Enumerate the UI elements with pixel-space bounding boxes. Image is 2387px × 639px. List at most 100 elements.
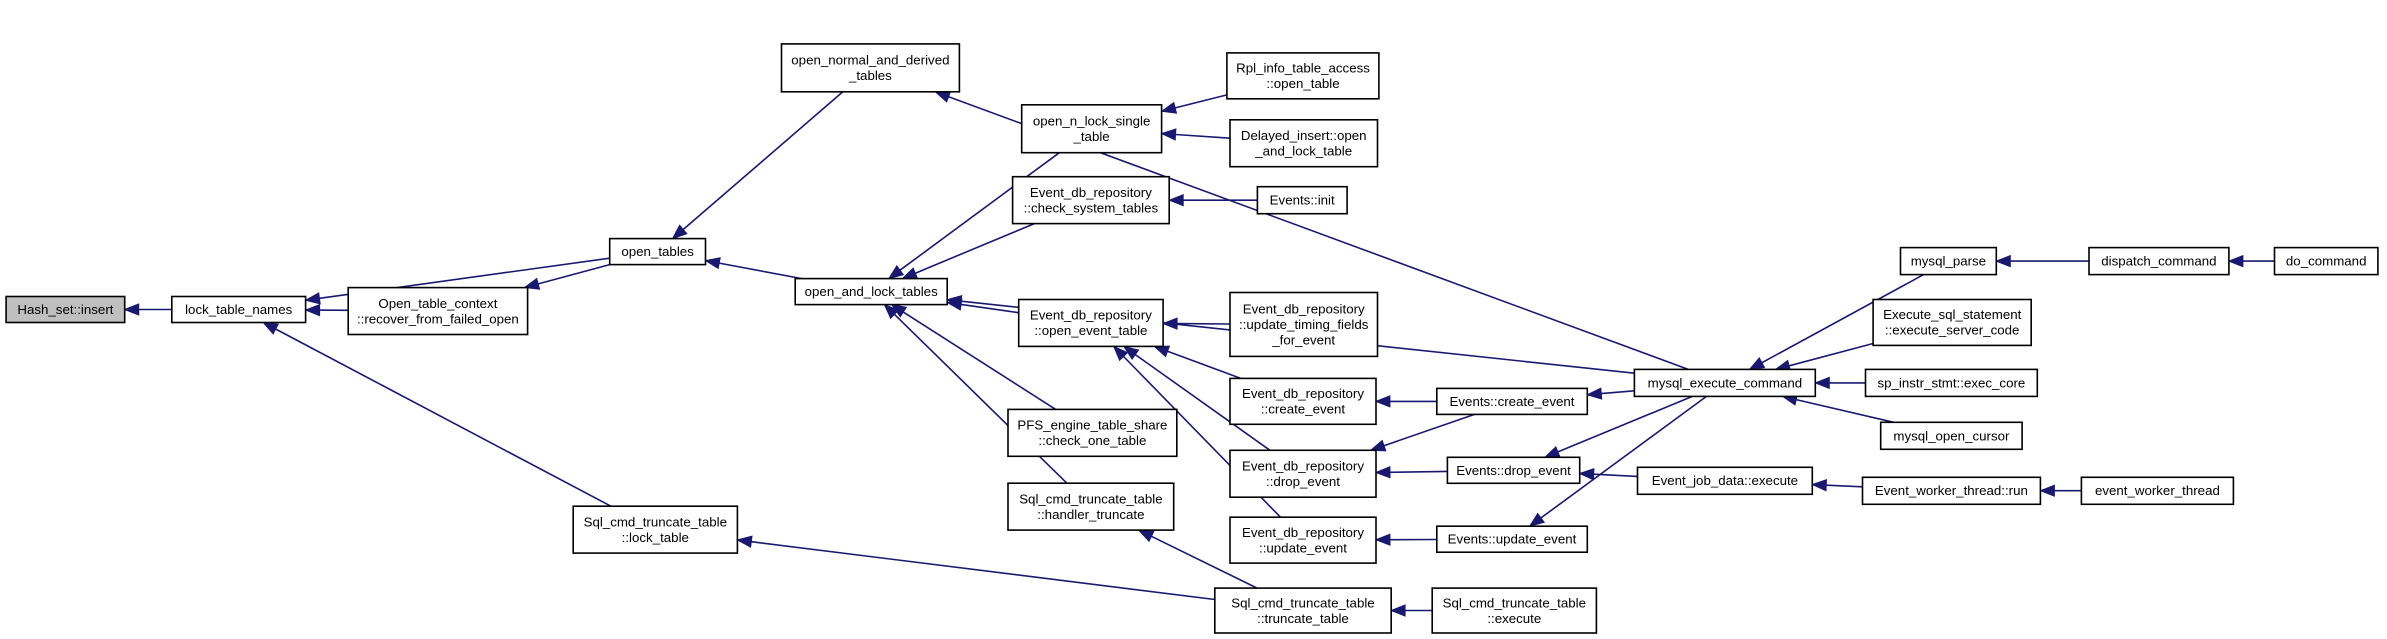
node-event-db-create-event[interactable]: Event_db_repository::create_event <box>1229 377 1377 426</box>
edge-line <box>1796 398 1894 424</box>
call-edge <box>1748 273 1924 371</box>
arrow-head-icon <box>1374 466 1391 479</box>
node-events-drop-event[interactable]: Events::drop_event <box>1446 456 1581 485</box>
node-event-worker-thread[interactable]: event_worker_thread <box>2080 476 2235 506</box>
node-box <box>1007 408 1178 458</box>
node-label: Sql_cmd_truncate_table <box>1231 595 1374 610</box>
node-event-db-update-event[interactable]: Event_db_repository::update_event <box>1229 516 1377 564</box>
node-label: _table <box>1072 129 1109 144</box>
node-sql-cmd-truncate-table[interactable]: Sql_cmd_truncate_table::truncate_table <box>1214 587 1393 634</box>
node-delayed-insert-open-and-lock[interactable]: Delayed_insert::open_and_lock_table <box>1229 119 1379 168</box>
node-open-tables[interactable]: open_tables <box>608 237 707 266</box>
node-mysql-parse[interactable]: mysql_parse <box>1899 246 1998 276</box>
node-label: ::drop_event <box>1266 474 1340 489</box>
node-events-init[interactable]: Events::init <box>1256 185 1348 215</box>
node-open-normal-and-derived-tables[interactable]: open_normal_and_derived_tables <box>780 43 961 93</box>
node-event-db-check-system-tables[interactable]: Event_db_repository::check_system_tables <box>1011 175 1170 225</box>
edge-line <box>1540 395 1707 519</box>
node-sql-cmd-truncate-execute[interactable]: Sql_cmd_truncate_table::execute <box>1431 587 1598 634</box>
call-edge <box>304 303 349 317</box>
arrow-head-icon <box>1810 478 1828 492</box>
node-box <box>1872 298 2032 347</box>
node-label: Events::init <box>1270 193 1335 208</box>
node-box <box>1436 387 1589 416</box>
node-lock-table-names[interactable]: lock_table_names <box>171 295 307 324</box>
node-label: Event_db_repository <box>1242 459 1364 474</box>
call-edge <box>1167 193 1258 207</box>
edge-line <box>1175 133 1231 139</box>
node-mysql-execute-command[interactable]: mysql_execute_command <box>1633 368 1817 398</box>
edge-line <box>1788 342 1874 367</box>
call-edge <box>1781 393 1894 424</box>
edge-line <box>537 263 610 285</box>
node-events-update-event[interactable]: Events::update_event <box>1436 525 1589 554</box>
call-edge <box>887 152 1060 280</box>
node-label: mysql_execute_command <box>1648 375 1802 390</box>
call-edge <box>1161 317 1231 330</box>
call-edge <box>1137 529 1258 589</box>
node-box <box>572 505 739 554</box>
arrow-head-icon <box>934 90 952 103</box>
call-edge <box>901 222 1035 280</box>
node-label: ::check_system_tables <box>1024 200 1159 215</box>
node-label: _tables <box>848 68 892 83</box>
node-mysql-open-cursor[interactable]: mysql_open_cursor <box>1879 421 2023 451</box>
edge-line <box>1601 390 1635 395</box>
node-event-job-data-execute[interactable]: Event_job_data::execute <box>1636 466 1814 496</box>
arrow-head-icon <box>1160 128 1177 141</box>
node-dispatch-command[interactable]: dispatch_command <box>2088 246 2230 276</box>
arrow-head-icon <box>1374 395 1391 408</box>
arrow-head-icon <box>1813 376 1830 390</box>
node-sql-cmd-handler-truncate[interactable]: Sql_cmd_truncate_table::handler_truncate <box>1007 482 1175 531</box>
node-sql-cmd-truncate-lock-table[interactable]: Sql_cmd_truncate_table::lock_table <box>572 505 739 554</box>
node-label: ::open_table <box>1266 76 1339 91</box>
node-box <box>1636 466 1814 496</box>
node-event-db-drop-event[interactable]: Event_db_repository::drop_event <box>1229 449 1377 498</box>
node-box <box>780 43 961 93</box>
arrow-head-icon <box>1543 446 1561 458</box>
call-edge <box>2227 254 2275 268</box>
call-edge <box>123 303 172 316</box>
call-edge <box>1374 466 1448 479</box>
edge-line <box>751 540 1215 601</box>
node-pfs-check-one-table[interactable]: PFS_engine_table_share::check_one_table <box>1007 408 1178 458</box>
node-open-table-context-recover[interactable]: Open_table_context::recover_from_failed_… <box>347 286 529 336</box>
node-box <box>1899 246 1998 276</box>
node-rpl-info-open-table[interactable]: Rpl_info_table_access::open_table <box>1226 52 1380 100</box>
node-hash-set-insert[interactable]: Hash_set::insert <box>5 295 126 324</box>
arrow-head-icon <box>883 303 900 320</box>
edge-line <box>682 91 844 231</box>
call-edge <box>1810 478 1863 492</box>
node-do-command[interactable]: do_command <box>2273 246 2379 276</box>
arrow-head-icon <box>1994 254 2011 268</box>
node-open-and-lock-tables[interactable]: open_and_lock_tables <box>794 277 949 306</box>
call-edge <box>1160 128 1231 141</box>
call-edge <box>736 535 1215 601</box>
arrow-head-icon <box>123 303 140 316</box>
node-event-worker-thread-run[interactable]: Event_worker_thread::run <box>1861 476 2042 506</box>
arrow-head-icon <box>1167 193 1184 207</box>
node-events-create-event[interactable]: Events::create_event <box>1436 387 1589 416</box>
node-label: _and_lock_table <box>1254 144 1352 159</box>
edge-line <box>1383 413 1475 447</box>
node-label: ::check_one_table <box>1038 433 1146 448</box>
node-event-db-update-timing[interactable]: Event_db_repository::update_timing_field… <box>1229 291 1379 358</box>
node-execute-sql-statement[interactable]: Execute_sql_statement::execute_server_co… <box>1872 298 2032 347</box>
arrow-head-icon <box>901 267 919 280</box>
call-edge <box>1369 413 1475 452</box>
node-label: Event_db_repository <box>1242 386 1364 401</box>
node-event-db-open-event-table[interactable]: Event_db_repository::open_event_table <box>1017 298 1164 348</box>
node-box <box>1017 298 1164 348</box>
node-sp-instr-stmt-exec-core[interactable]: sp_instr_stmt::exec_core <box>1864 368 2039 398</box>
node-open-n-lock-single-table[interactable]: open_n_lock_single_table <box>1020 104 1163 154</box>
node-label: Rpl_info_table_access <box>1236 61 1370 76</box>
arrow-head-icon <box>1578 467 1595 481</box>
node-label: Events::update_event <box>1448 532 1577 547</box>
node-box <box>1020 104 1163 154</box>
call-edge <box>1153 345 1242 380</box>
node-label: ::update_event <box>1259 540 1347 555</box>
edge-line <box>1557 395 1693 453</box>
call-edge <box>1160 94 1228 114</box>
node-label: dispatch_command <box>2101 254 2216 269</box>
